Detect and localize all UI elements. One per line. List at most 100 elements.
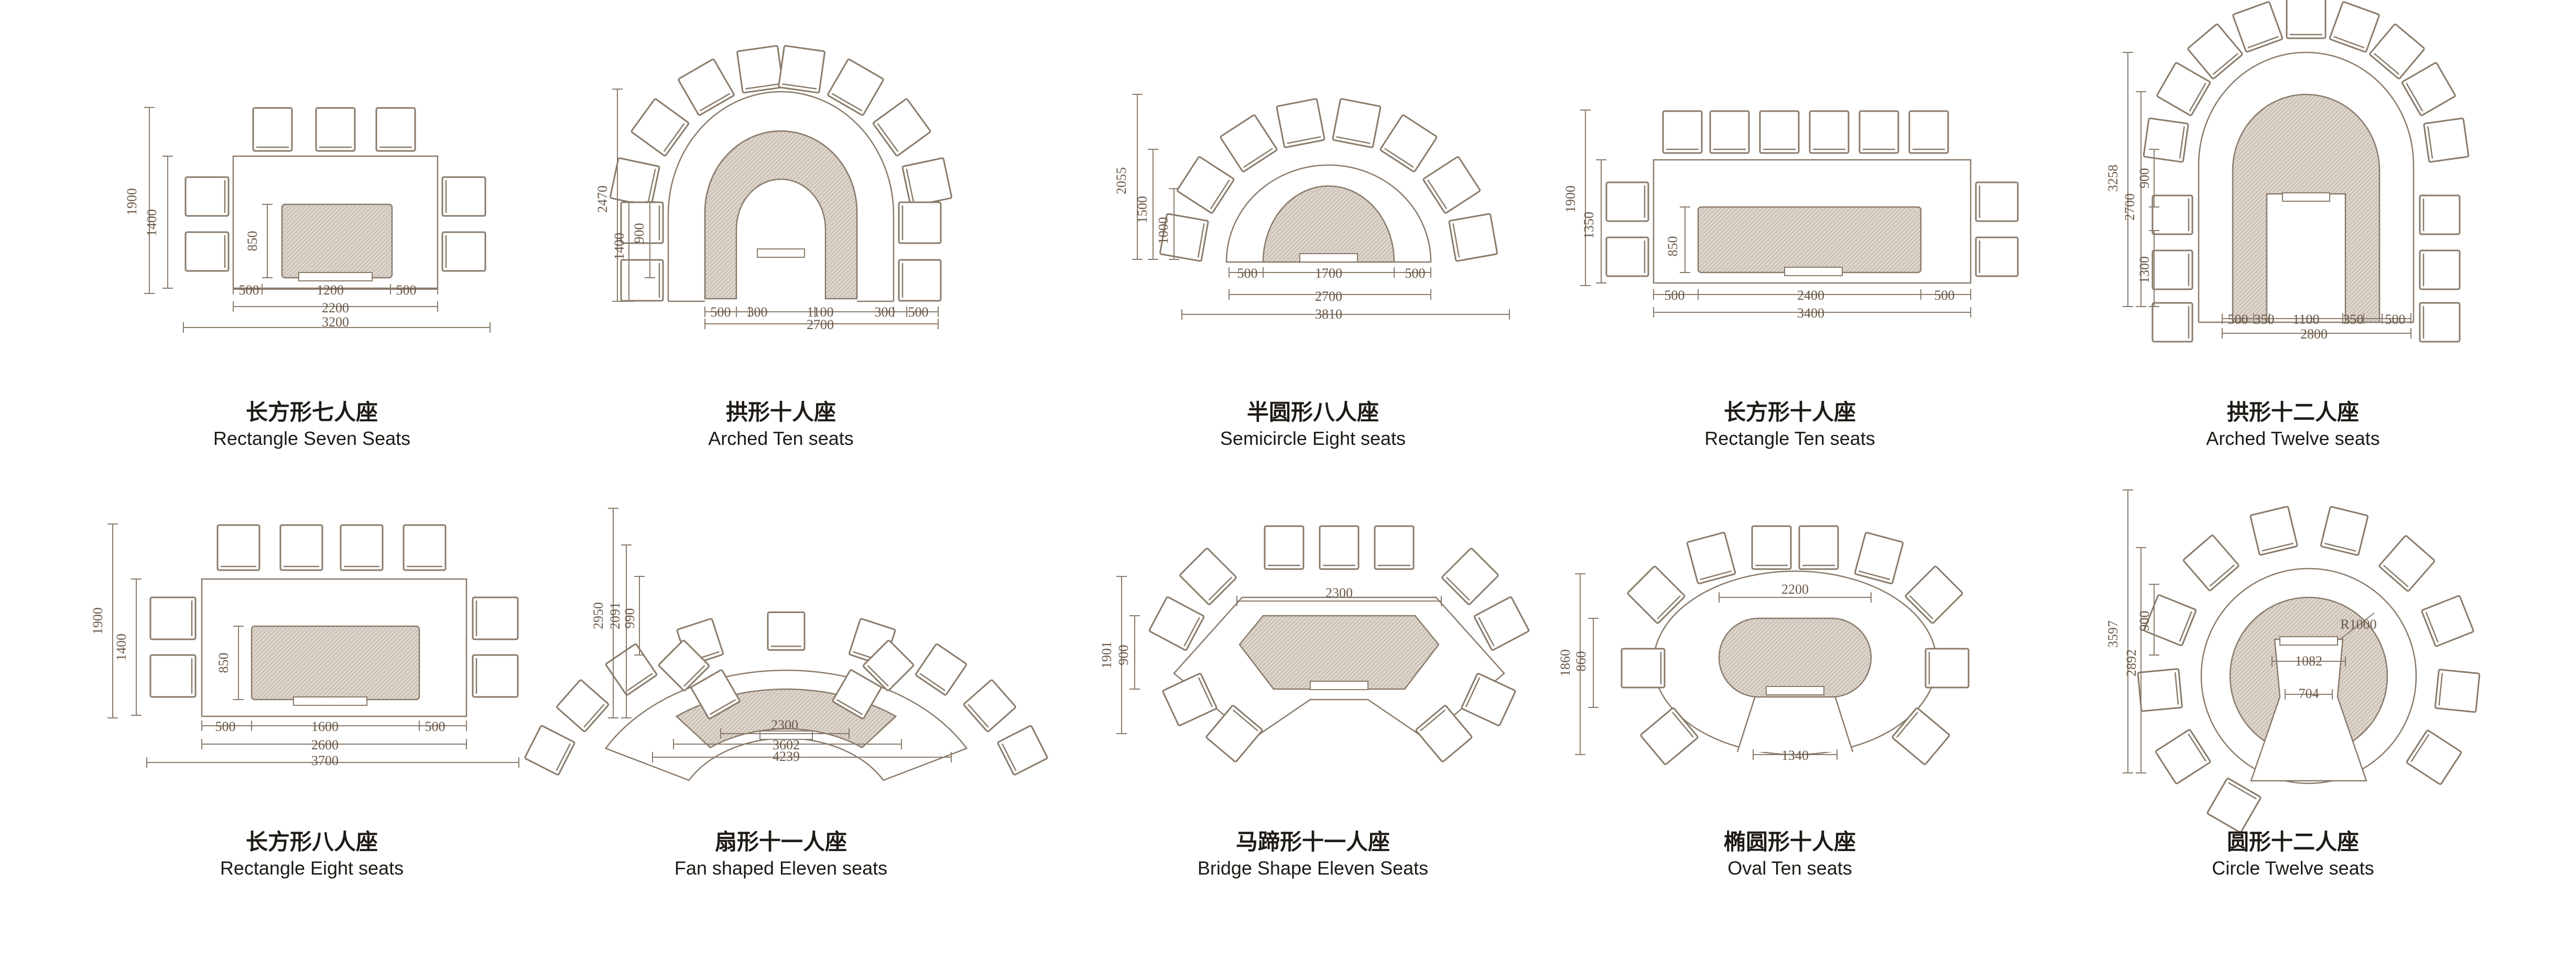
seat-base [1627, 565, 1686, 624]
dimension-label: 1340 [1781, 748, 1809, 763]
seat [279, 524, 323, 571]
seat [2143, 117, 2189, 163]
seat [1809, 110, 1850, 154]
dimension-label: 500 [1237, 266, 1258, 281]
dimension-label: 500 [239, 282, 259, 298]
seat-base [690, 669, 741, 719]
seat-base [1220, 114, 1278, 172]
seat-base [1975, 181, 2019, 222]
seat-edge [831, 93, 863, 112]
seat-base [997, 725, 1048, 776]
seat [963, 679, 1016, 733]
seat [472, 596, 519, 640]
seat [1179, 548, 1237, 605]
seat [1205, 705, 1263, 762]
seat-base [736, 45, 784, 94]
seat-base [2369, 24, 2425, 80]
seat [1473, 596, 1530, 651]
seat-base [832, 669, 882, 719]
seat [2151, 194, 2193, 235]
dimension-label: 2200 [322, 300, 349, 315]
seat [832, 669, 882, 719]
seat-base [631, 98, 690, 157]
dimension-label: 3200 [322, 314, 349, 330]
hatched-area [281, 203, 393, 279]
seat-edge [583, 704, 605, 728]
seat-edge [1210, 179, 1230, 210]
seat-edge [2427, 126, 2433, 159]
seat-base [184, 231, 230, 272]
caption-en: Semicircle Eight seats [1220, 428, 1406, 449]
dimension-label: 2055 [1114, 167, 1129, 194]
seat-edge [710, 699, 736, 715]
arched-table-inner [704, 130, 858, 299]
seat-base [1441, 548, 1499, 605]
seat [184, 231, 230, 272]
lazy-susan-tray [1299, 253, 1358, 263]
seat [690, 669, 741, 719]
dimension-label: 500 [396, 282, 417, 298]
seat [1374, 525, 1415, 570]
seat-edge [1672, 712, 1694, 738]
seat-edge [782, 83, 817, 90]
seat [827, 58, 884, 116]
seat-edge [1197, 223, 1205, 258]
seat-edge [699, 93, 731, 112]
seat [441, 176, 486, 217]
caption-zh: 拱形十二人座 [2226, 399, 2359, 425]
dimension-label: 850 [216, 653, 231, 673]
seat [678, 58, 735, 116]
dimension-label: 1400 [144, 209, 159, 236]
seat [620, 201, 664, 244]
seat [620, 259, 664, 302]
seat-edge [1657, 595, 1681, 619]
dimension-label: 1100 [2292, 312, 2319, 327]
seat [1332, 98, 1382, 148]
seat-base [1975, 236, 2019, 277]
dimension-label: 1900 [1563, 186, 1578, 213]
caption-zh: 拱形十人座 [725, 399, 836, 425]
caption-en: Rectangle Seven Seats [213, 428, 411, 449]
seat-edge [1858, 570, 1890, 581]
dimension-label: 2600 [311, 737, 339, 752]
dimension-label: 1700 [1315, 266, 1342, 281]
dimension-label: 300 [747, 304, 768, 320]
seat [2369, 24, 2425, 80]
seat-base [778, 45, 825, 94]
caption-zh: 半圆形八人座 [1246, 399, 1379, 425]
seat-base [472, 596, 519, 640]
seat-edge [2425, 612, 2439, 643]
dimension-label: 500 [1665, 288, 1685, 303]
seat-base [2143, 117, 2189, 163]
dimension-label: 1860 [1558, 649, 1573, 677]
dimension-label: 3700 [311, 753, 339, 768]
dimension-label: 900 [2137, 168, 2152, 189]
seat-edge [2209, 564, 2235, 587]
dimension-label: 1200 [317, 282, 344, 298]
seat-edge [2262, 542, 2294, 552]
seat-base [2419, 194, 2461, 235]
dimension-label: 4239 [773, 749, 800, 764]
seat-base [252, 107, 293, 152]
dimension-label: 1082 [2295, 653, 2322, 669]
seat-base [2137, 668, 2183, 712]
seat [2421, 595, 2474, 647]
seat-edge [2410, 734, 2430, 762]
dimension-label: 1600 [311, 719, 339, 734]
seat-edge [2324, 542, 2356, 552]
seat-base [1448, 213, 1498, 262]
seat-base [441, 176, 486, 217]
dimension-label: 860 [1573, 651, 1589, 672]
seat [1148, 596, 1205, 651]
dimension-label: 500 [425, 719, 445, 734]
arched-table-hatch [704, 130, 858, 300]
caption-rect10: 长方形十人座 Rectangle Ten seats [1554, 398, 2026, 451]
seat [1220, 114, 1278, 172]
oval-table-notch [1736, 693, 1854, 752]
seat-base [1415, 705, 1473, 762]
caption-oval10: 椭圆形十人座 Oval Ten seats [1554, 828, 2026, 880]
seat [872, 98, 931, 157]
